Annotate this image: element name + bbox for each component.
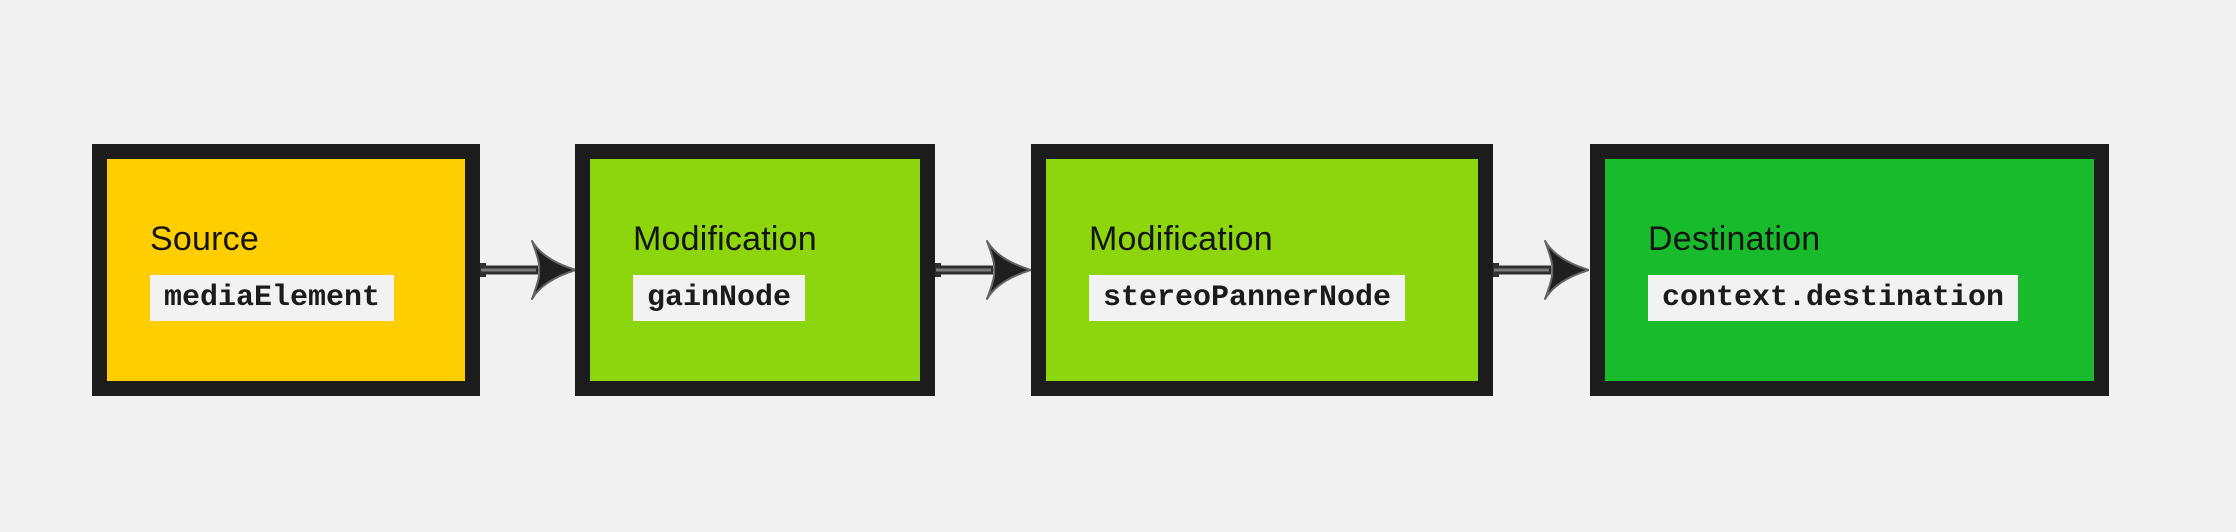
arrow-right-icon bbox=[1493, 240, 1589, 300]
arrow-head bbox=[986, 240, 1031, 300]
node-title: Source bbox=[150, 219, 259, 258]
node-stereo-panner: Modification stereoPannerNode bbox=[1031, 144, 1493, 396]
node-title: Modification bbox=[1089, 219, 1273, 258]
node-destination: Destination context.destination bbox=[1590, 144, 2109, 396]
node-code-label: gainNode bbox=[633, 275, 806, 322]
arrow-right-icon bbox=[935, 240, 1031, 300]
node-gain: Modification gainNode bbox=[575, 144, 935, 396]
node-code-label: context.destination bbox=[1648, 275, 2019, 322]
node-source: Source mediaElement bbox=[92, 144, 480, 396]
arrow-head bbox=[1544, 240, 1589, 300]
node-code-label: stereoPannerNode bbox=[1089, 275, 1406, 322]
arrow-right-icon bbox=[480, 240, 576, 300]
arrow-head bbox=[531, 240, 576, 300]
node-title: Modification bbox=[633, 219, 817, 258]
node-title: Destination bbox=[1648, 219, 1821, 258]
node-code-label: mediaElement bbox=[150, 275, 395, 322]
